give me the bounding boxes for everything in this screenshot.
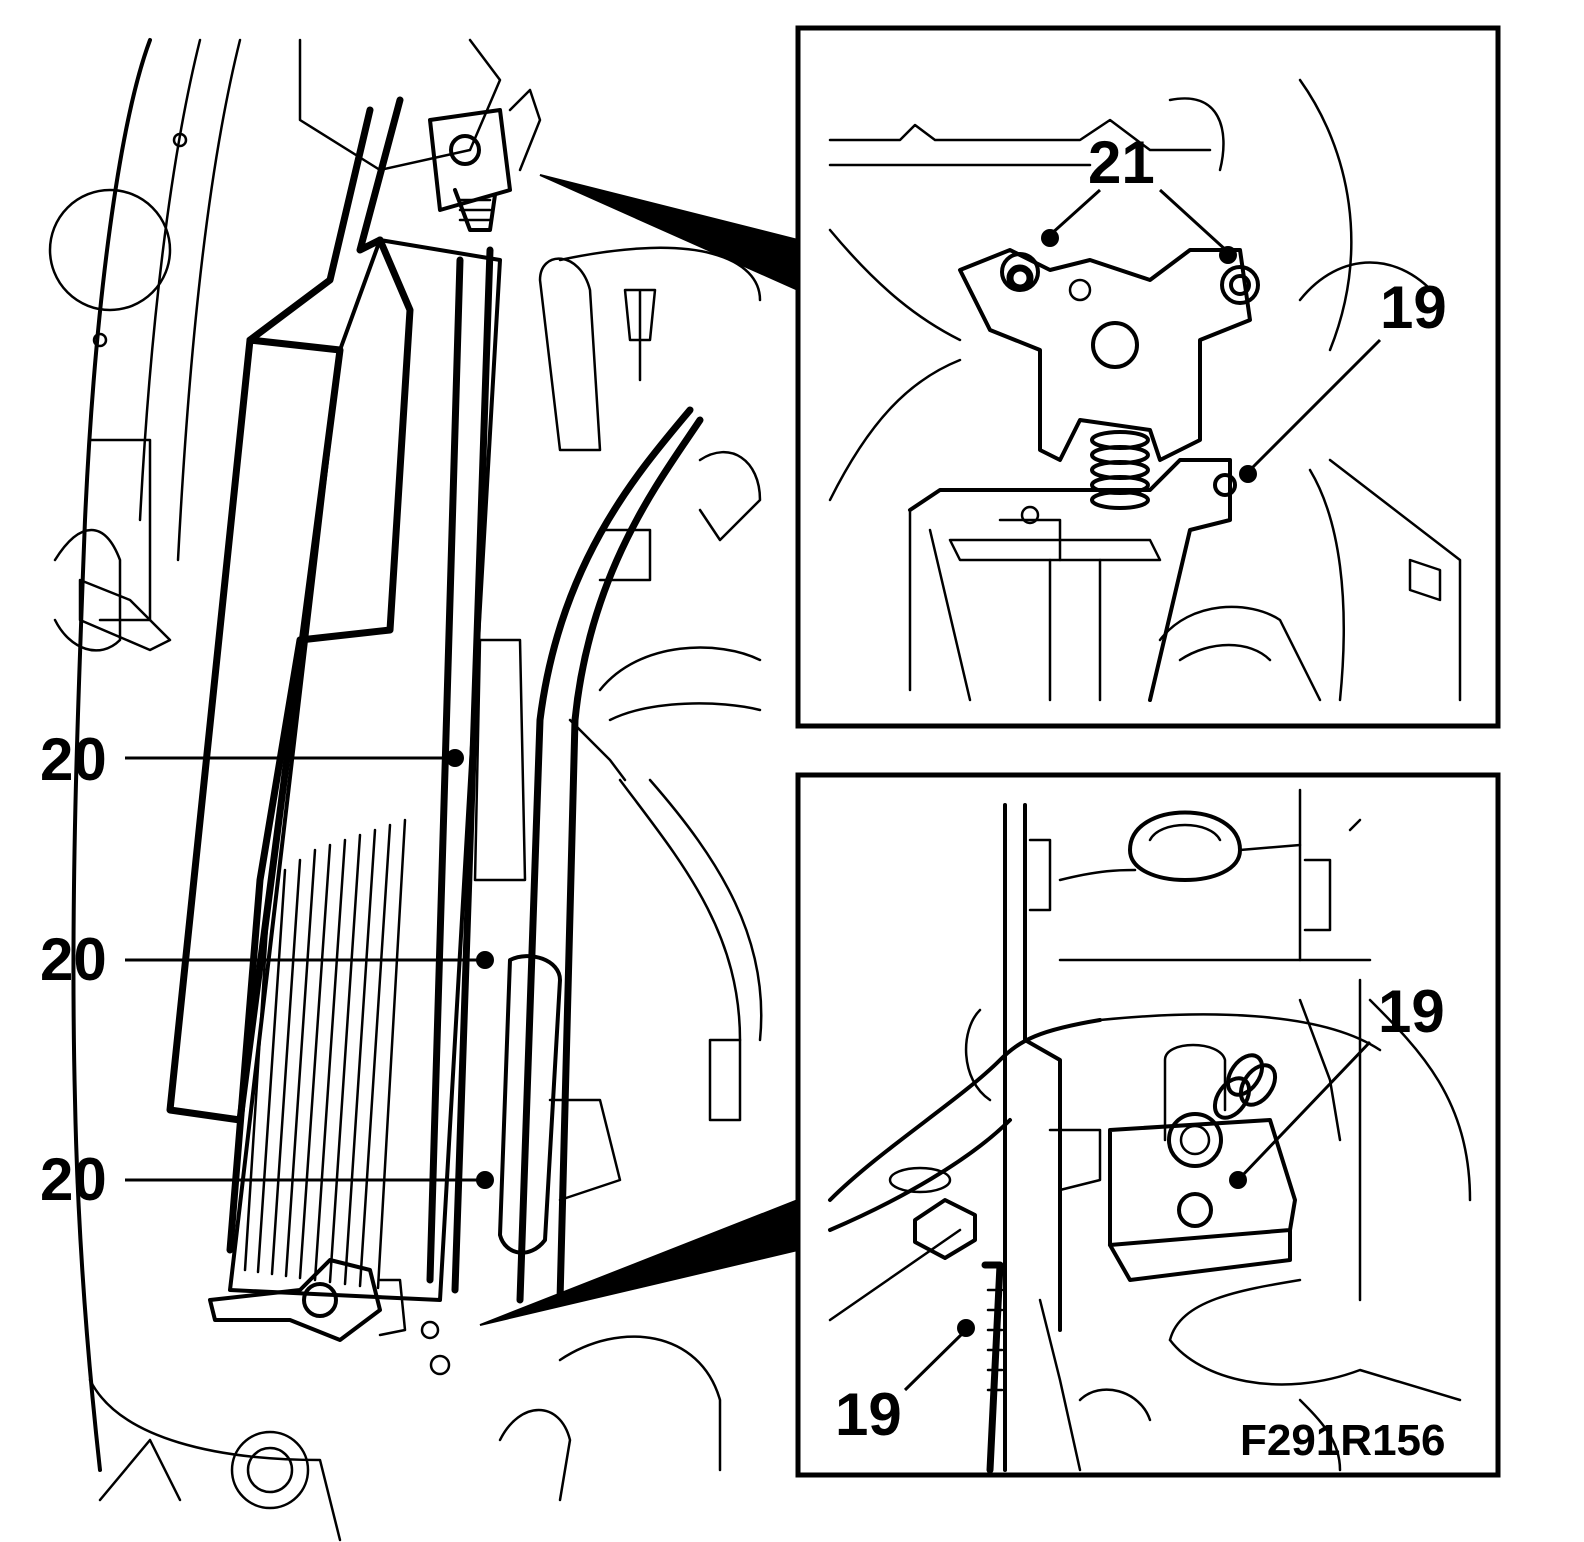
callout-20-mid: 20 xyxy=(40,926,107,993)
callout-21: 21 xyxy=(1088,129,1155,196)
main-view xyxy=(48,38,763,1542)
callout-19-lower-inset-left: 19 xyxy=(835,1381,902,1448)
callouts-main: 20 20 20 xyxy=(40,174,799,1326)
callouts-upper-inset: 21 19 xyxy=(1041,129,1447,483)
callout-19-upper-inset: 19 xyxy=(1380,274,1447,341)
callout-20-bot: 20 xyxy=(40,1146,107,1213)
callout-19-lower-inset-right: 19 xyxy=(1378,978,1445,1045)
upper-inset xyxy=(795,25,1501,729)
callout-20-top: 20 xyxy=(40,726,107,793)
figure-id: F291R156 xyxy=(1240,1416,1445,1465)
lower-inset xyxy=(795,772,1501,1478)
callouts-lower-inset: 19 19 F291R156 xyxy=(835,978,1445,1465)
